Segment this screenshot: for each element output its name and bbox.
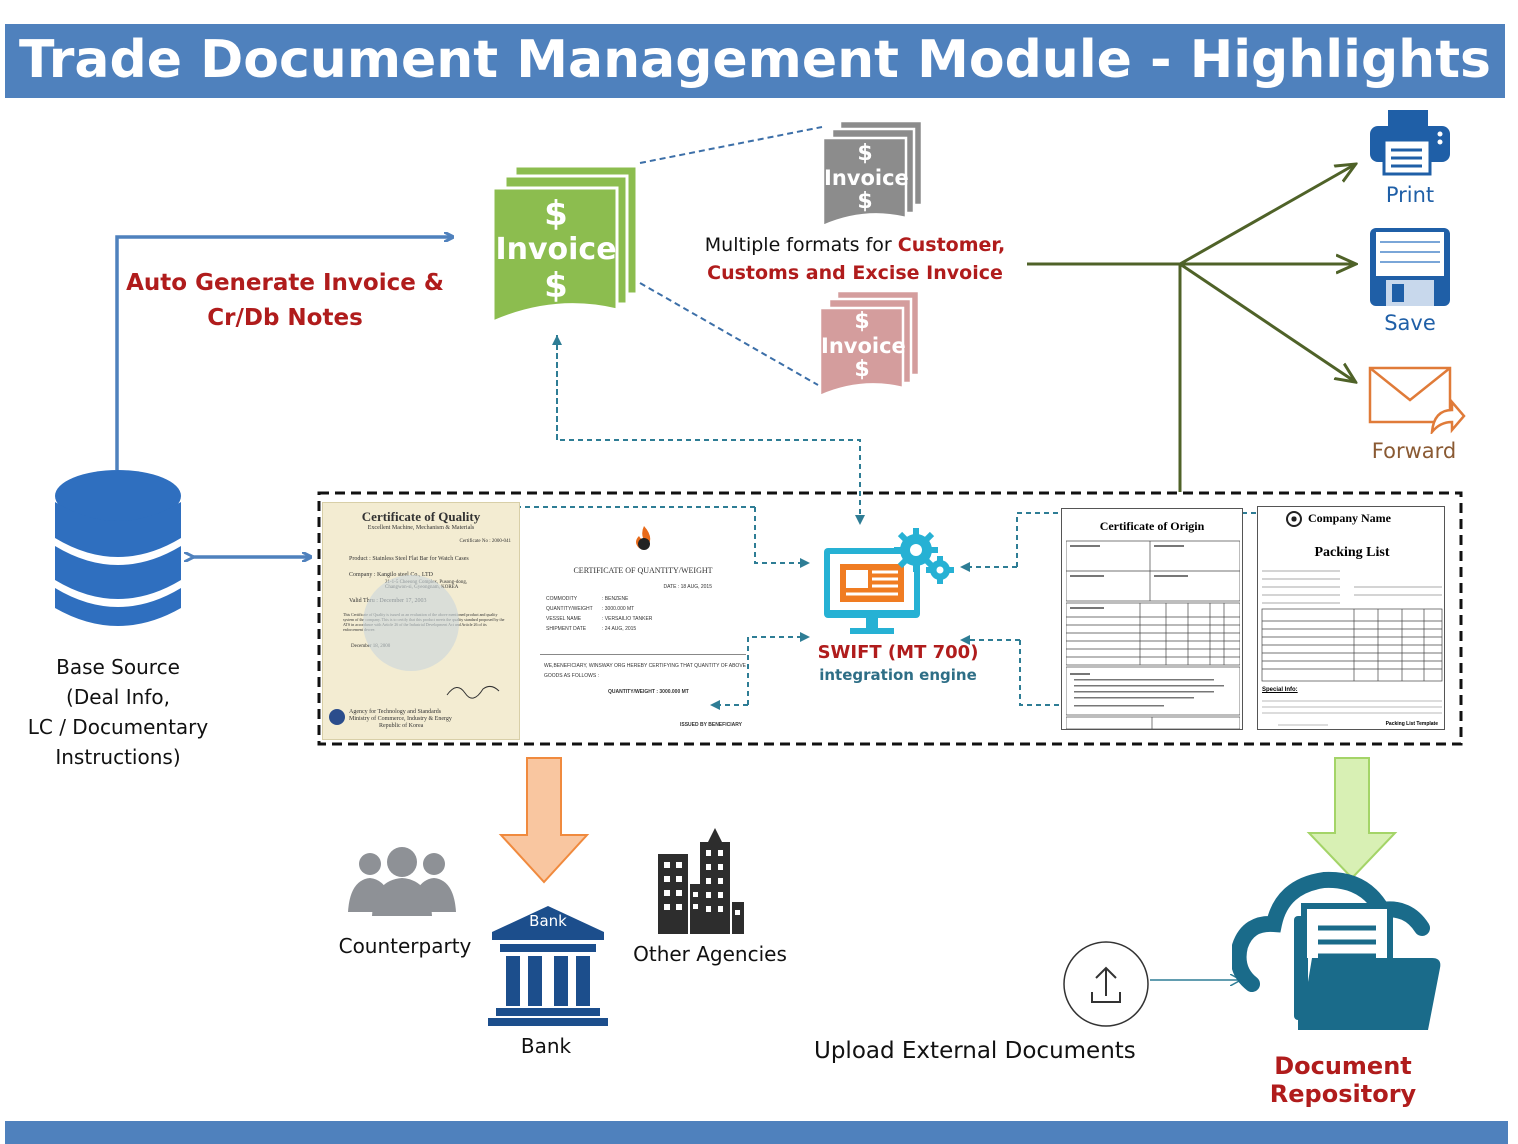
- packing-special-info: Special Info:: [1262, 687, 1298, 693]
- invoice-pink-icon: [818, 289, 921, 398]
- other-agencies-label: Other Agencies: [633, 942, 787, 966]
- cert-quality-subtitle: Excellent Machine, Mechanism & Materials: [367, 525, 475, 531]
- document-repository-label: Document Repository: [1269, 1052, 1417, 1108]
- agency-logo-icon: [329, 709, 345, 725]
- bank-label: Bank: [520, 1034, 572, 1058]
- database-icon: [55, 470, 181, 626]
- flame-logo-icon: [636, 526, 651, 550]
- cert-origin-title: Certificate of Origin: [1099, 519, 1205, 533]
- cert-qty-row: SHIPMENT DATE: 24 AUG, 2015: [546, 626, 637, 632]
- cert-quality-product: Product : Stainless Steel Flat Bar for W…: [349, 556, 469, 562]
- invoice-pink-text: $ Invoice $: [821, 309, 906, 382]
- cert-qty-row: QUANTITY/WEIGHT: 3000.000 MT: [546, 606, 635, 612]
- forward-button[interactable]: Forward: [1362, 364, 1466, 464]
- cert-quality-agency: Agency for Technology and Standards Mini…: [349, 709, 452, 729]
- cert-qty-quantity: QUANTITY/WEIGHT : 3000.000 MT: [608, 689, 689, 695]
- buildings-icon: [658, 828, 744, 934]
- bank-sign-text: Bank: [529, 912, 567, 930]
- packing-list-form: [1261, 570, 1443, 726]
- cert-qty-title: CERTIFICATE OF QUANTITY/WEIGHT: [573, 566, 713, 575]
- cert-qty-row: COMMODITY: BENZENE: [546, 596, 629, 602]
- monitor-gear-icon: [824, 528, 954, 634]
- footer-bar: [5, 1121, 1508, 1144]
- base-to-invoice-arrow: [115, 237, 452, 470]
- cert-quality-number: Certificate No : 2000-041: [459, 539, 511, 544]
- packing-list-title: Packing List: [1314, 545, 1390, 560]
- save-label: Save: [1384, 311, 1436, 335]
- printer-icon: [1370, 110, 1450, 176]
- cert-qty-statement: WE,BENEFICIARY, WINSWAY ORG HEREBY CERTI…: [544, 663, 746, 679]
- invoice-gray-text: $ Invoice $: [824, 141, 909, 214]
- packing-template-label: Packing List Template: [1385, 721, 1438, 727]
- cert-qty-row: VESSEL NAME: VERSAILIO TANKER: [546, 616, 653, 622]
- seal-watermark: [363, 575, 459, 671]
- print-button[interactable]: Print: [1364, 108, 1456, 208]
- save-button[interactable]: Save: [1364, 226, 1456, 336]
- packing-company-name: Company Name: [1308, 511, 1391, 525]
- company-logo-icon: [1286, 511, 1302, 527]
- cert-quality-title: Certificate of Quality: [361, 509, 481, 524]
- invoice-main-text: $ Invoice $: [495, 194, 617, 306]
- people-icon: [348, 847, 456, 916]
- cert-qty-table: COMMODITY: BENZENE QUANTITY/WEIGHT: 3000…: [546, 594, 652, 634]
- invoice-gray-icon: [821, 119, 924, 228]
- to-forward-arrow: [1179, 262, 1354, 381]
- swift-label: SWIFT (MT 700) integration engine: [817, 642, 979, 684]
- documents-box: [317, 491, 1463, 746]
- upload-button[interactable]: [1062, 940, 1150, 1028]
- title-bar: [5, 24, 1505, 98]
- signature-icon: [446, 685, 500, 699]
- packing-list-doc[interactable]: Company Name Packing List Special Info: …: [1257, 506, 1445, 730]
- envelope-icon: [1368, 366, 1466, 437]
- page-title: Trade Document Management Module - Highl…: [19, 30, 1491, 90]
- cert-origin-form: [1066, 540, 1240, 729]
- orange-down-arrow: [498, 757, 590, 884]
- divider: [540, 654, 746, 655]
- upload-icon: [1063, 941, 1149, 1027]
- auto-generate-label: Auto Generate Invoice & Cr/Db Notes: [126, 270, 444, 331]
- cert-quality-company: Company : Kangilo steel Co., LTD: [349, 572, 433, 578]
- base-source-label: Base Source (Deal Info, LC / Documentary…: [27, 655, 209, 769]
- upload-label: Upload External Documents: [814, 1038, 1136, 1064]
- cert-qty-issued: ISSUED BY BENEFICIARY: [680, 722, 742, 728]
- counterparty-label: Counterparty: [338, 934, 472, 958]
- bank-icon: [488, 906, 608, 1026]
- floppy-icon: [1370, 228, 1450, 306]
- to-actions-line: [1027, 262, 1182, 492]
- cloud-folder-icon[interactable]: [1232, 866, 1450, 1038]
- certificate-of-quantity-doc[interactable]: CERTIFICATE OF QUANTITY/WEIGHT DATE : 18…: [540, 520, 746, 734]
- invoice-formats-label: Multiple formats for Customer, Customs a…: [704, 234, 1006, 284]
- print-label: Print: [1385, 183, 1435, 207]
- green-down-arrow: [1306, 757, 1398, 880]
- cert-qty-date: DATE : 18 AUG, 2015: [663, 584, 712, 590]
- certificate-of-origin-doc[interactable]: Certificate of Origin: [1061, 508, 1243, 730]
- forward-label: Forward: [1371, 439, 1457, 463]
- invoice-main-icon: [491, 164, 639, 325]
- to-print-arrow: [1179, 165, 1354, 266]
- certificate-of-quality-doc[interactable]: Certificate of Quality Excellent Machine…: [322, 502, 520, 740]
